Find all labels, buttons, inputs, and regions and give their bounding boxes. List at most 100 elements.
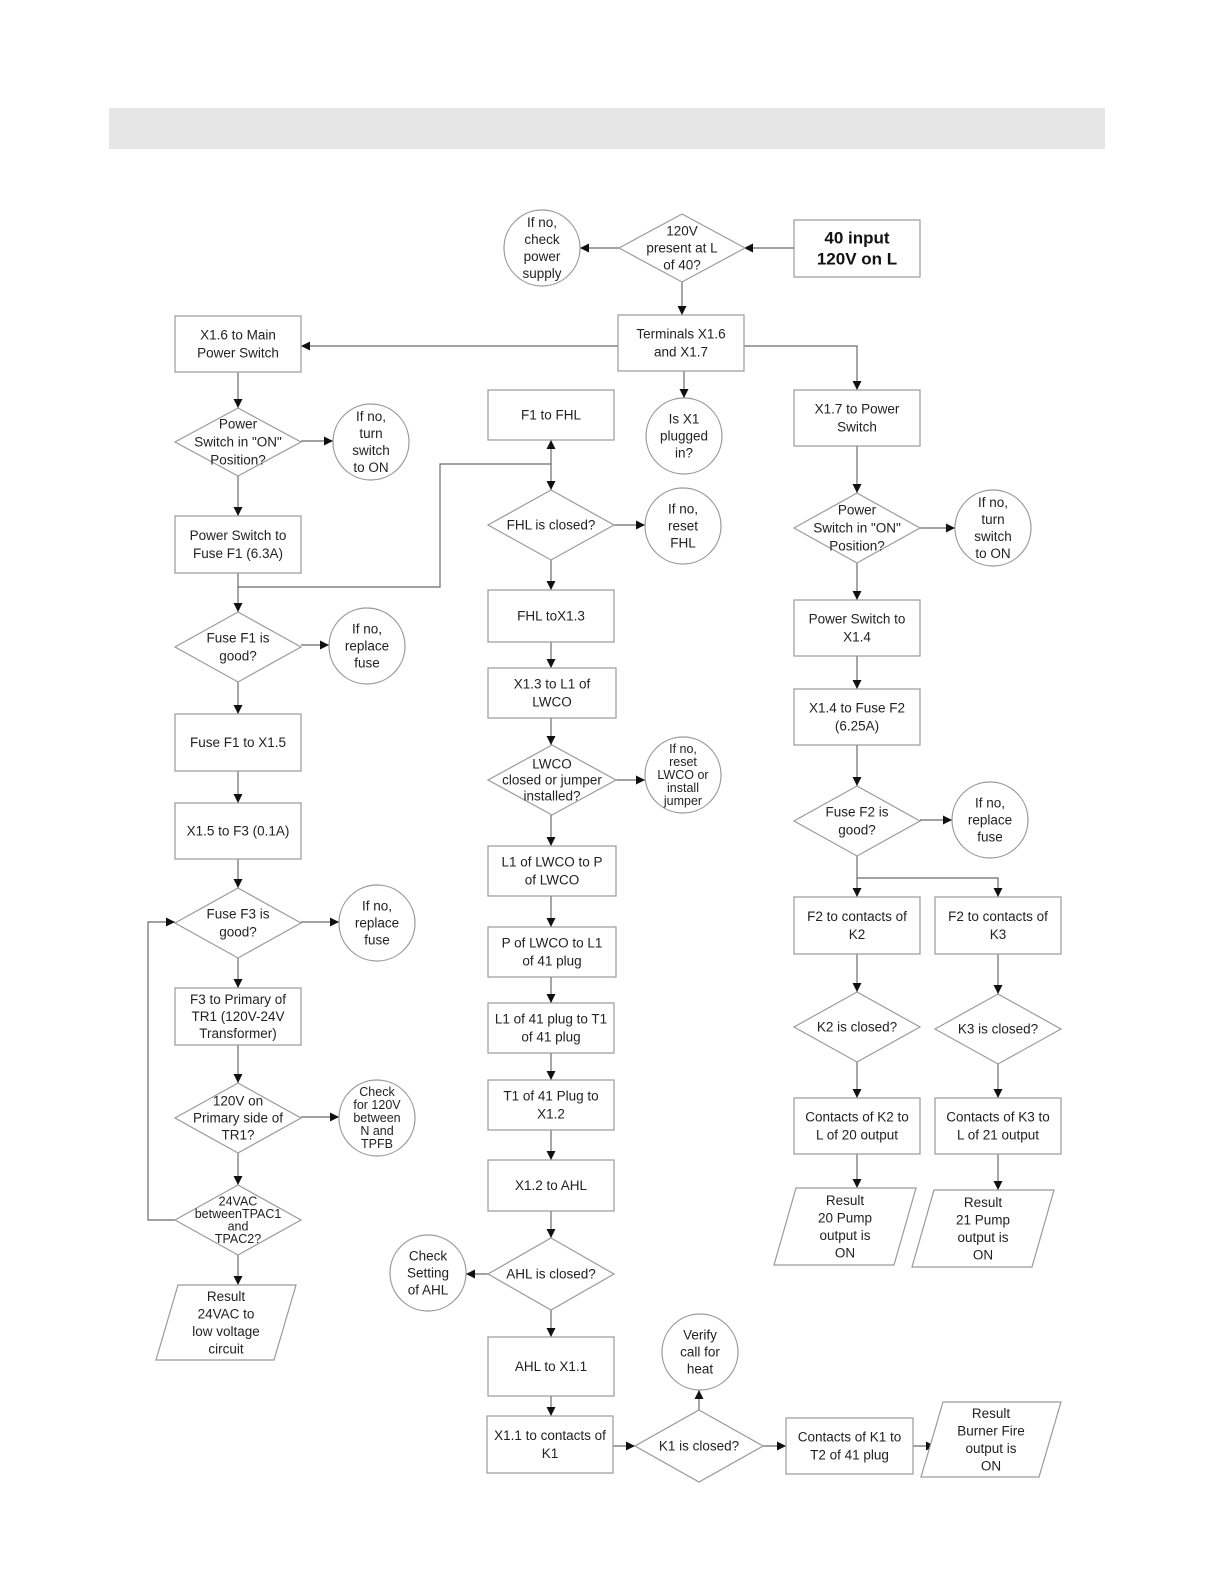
result-parallelogram — [920, 1401, 1062, 1478]
node-label-line: for 120V — [353, 1098, 401, 1112]
node-label-line: Verify — [683, 1328, 717, 1343]
node-label-line: 24VAC to — [198, 1306, 255, 1321]
node-label-line: T2 of 41 plug — [810, 1448, 889, 1463]
flow-node-ahl-closed: AHL is closed? — [486, 1237, 616, 1311]
arrowhead-icon — [233, 399, 243, 408]
flow-connector — [852, 563, 862, 600]
arrowhead-icon — [330, 917, 339, 927]
node-label-line: N and — [360, 1124, 393, 1138]
arrowhead-icon — [546, 1328, 556, 1337]
node-label-line: If no, — [352, 622, 382, 637]
node-label-line: closed or jumper — [502, 773, 602, 788]
arrowhead-icon — [466, 1269, 475, 1279]
node-label-line: TPAC2? — [215, 1232, 261, 1246]
arrowhead-icon — [233, 979, 243, 988]
flow-connector — [744, 345, 862, 390]
flow-connector — [233, 1255, 243, 1285]
decision-diamond — [173, 1184, 303, 1256]
node-label-line: Contacts of K2 to — [805, 1110, 909, 1125]
process-box — [793, 688, 921, 746]
node-label-line: TR1? — [221, 1128, 254, 1143]
arrowhead-icon — [852, 888, 862, 897]
node-label-line: Primary side of — [193, 1111, 283, 1126]
node-label-line: Fuse F1 is — [206, 631, 269, 646]
connector-circle — [338, 884, 416, 962]
node-label-line: good? — [219, 649, 257, 664]
node-label-line: switch — [974, 529, 1012, 544]
node-label-line: Power Switch to — [809, 612, 906, 627]
arrowhead-icon — [852, 777, 862, 786]
node-label-line: FHL is closed? — [507, 518, 596, 533]
node-label-line: FHL — [670, 536, 696, 551]
node-label-line: of 41 plug — [521, 1030, 580, 1045]
node-label-line: betweenTPAC1 — [195, 1207, 282, 1221]
flow-connector — [852, 856, 862, 897]
flow-connector — [233, 476, 243, 516]
flow-node-f1-x15: Fuse F1 to X1.5 — [174, 713, 302, 772]
process-box — [934, 896, 1062, 955]
node-label-line: check — [524, 232, 560, 247]
arrowhead-icon — [679, 389, 689, 398]
node-label-line: and X1.7 — [654, 345, 708, 360]
node-label-line: Switch in "ON" — [813, 521, 901, 536]
flow-connector — [852, 1154, 862, 1188]
arrowhead-icon — [852, 680, 862, 689]
connector-circle — [951, 781, 1029, 859]
node-label-line: heat — [687, 1362, 714, 1377]
process-box — [174, 802, 302, 860]
node-label-line: If no, — [362, 899, 392, 914]
arrowhead-icon — [546, 440, 556, 449]
flow-connector — [546, 1396, 556, 1416]
node-label-line: LWCO or — [657, 768, 708, 782]
arrowhead-icon — [546, 1229, 556, 1238]
node-label-line: L of 20 output — [816, 1128, 898, 1143]
node-label-line: AHL to X1.1 — [515, 1359, 587, 1374]
node-label-line: F2 to contacts of — [948, 909, 1048, 924]
arrowhead-icon — [546, 581, 556, 590]
node-label-line: circuit — [208, 1341, 244, 1356]
flow-node-fhl-closed: FHL is closed? — [486, 489, 616, 561]
node-label-line: F1 to FHL — [521, 408, 582, 423]
node-label-line: Result — [972, 1406, 1011, 1421]
flow-connector — [852, 745, 862, 786]
arrowhead-icon — [993, 985, 1003, 994]
node-label-line: K1 — [542, 1446, 559, 1461]
decision-diamond — [792, 991, 922, 1063]
process-box — [487, 1336, 615, 1397]
node-label-line: Check — [409, 1249, 448, 1264]
decision-diamond — [486, 489, 616, 561]
flow-connector — [694, 1390, 704, 1410]
flow-node-k3-l21: Contacts of K3 toL of 21 output — [934, 1097, 1062, 1155]
process-box — [793, 599, 921, 657]
flow-connector — [147, 917, 175, 1221]
node-label-line: to ON — [975, 546, 1010, 561]
node-label-line: reset — [668, 519, 698, 534]
header-bar — [109, 108, 1105, 149]
arrowhead-icon — [777, 1441, 786, 1451]
arrowhead-icon — [546, 659, 556, 668]
node-label-line: 21 Pump — [956, 1212, 1010, 1227]
node-label-line: to ON — [353, 460, 388, 475]
arrowhead-icon — [946, 523, 955, 533]
decision-diamond — [173, 1082, 303, 1154]
result-parallelogram — [911, 1189, 1055, 1268]
connector-circle — [644, 736, 722, 814]
flow-connector — [233, 682, 243, 714]
node-label-line: switch — [352, 443, 390, 458]
flow-node-fhl-x13: FHL toX1.3 — [487, 589, 615, 643]
arrowhead-icon — [546, 1071, 556, 1080]
flow-connector — [546, 896, 556, 927]
node-label-line: Burner Fire — [957, 1423, 1025, 1438]
flow-connector — [852, 656, 862, 689]
node-label-line: Position? — [829, 539, 885, 554]
node-label-line: FHL toX1.3 — [517, 609, 585, 624]
decision-diamond — [792, 785, 922, 857]
